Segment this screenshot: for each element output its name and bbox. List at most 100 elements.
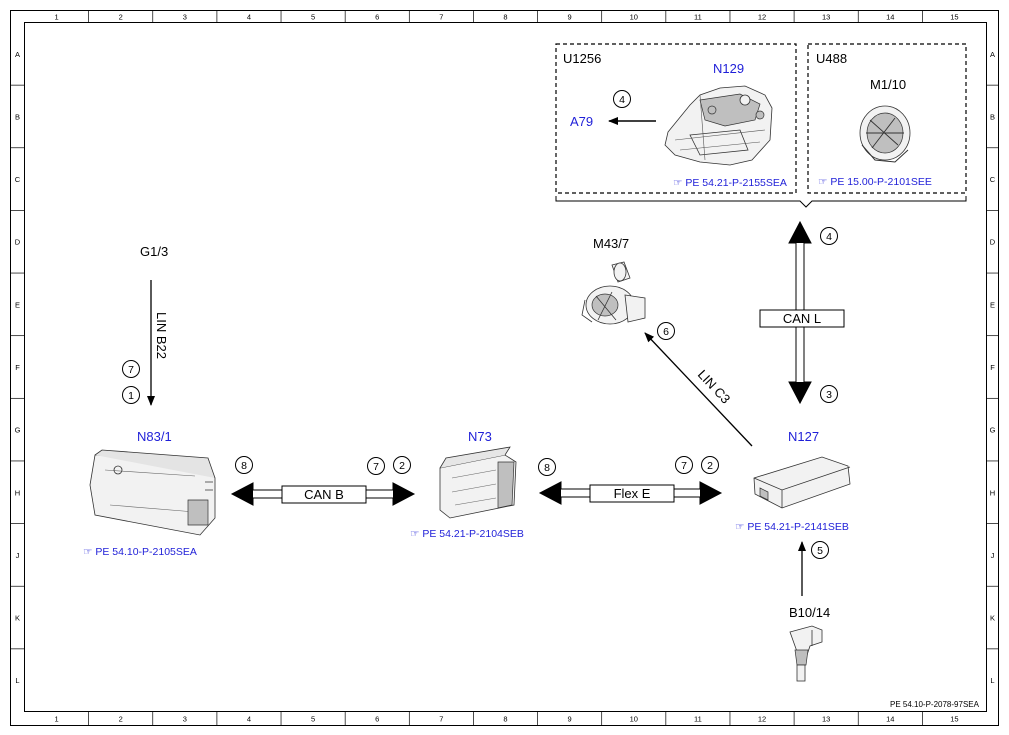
badge-can-b-left-number: 8 [241, 460, 247, 472]
group-brace [555, 196, 967, 208]
grid-column-label: 11 [694, 715, 702, 724]
badge-lin-b22-lower [122, 386, 140, 404]
grid-row-label: G [15, 426, 21, 435]
a79-label: A79 [570, 114, 593, 129]
b10-14-sensor-image [789, 625, 823, 682]
n127-reference[interactable]: ☞ PE 54.21-P-2141SEB [735, 521, 849, 533]
grid-column-label: 4 [247, 13, 251, 22]
badge-flex-e-right-1-number: 7 [681, 460, 687, 472]
badge-can-b-right-2 [393, 456, 411, 474]
grid-row-label: K [15, 614, 20, 623]
n129-label: N129 [713, 61, 744, 76]
badge-lin-b22-lower-number: 1 [128, 390, 134, 402]
n83-1-module-image [89, 449, 216, 536]
grid-column-label: 15 [950, 13, 958, 22]
badge-lin-b22-upper [122, 360, 140, 378]
grid-column-label: 3 [183, 13, 187, 22]
group-u488-label: U488 [816, 51, 847, 66]
reference-hand-icon: ☞ [818, 176, 830, 188]
grid-column-label: 7 [439, 715, 443, 724]
grid-row-label: J [991, 551, 995, 560]
badge-can-l-top [820, 227, 838, 245]
can-b-label: CAN B [304, 487, 344, 502]
grid-column-label: 10 [630, 715, 638, 724]
grid-row-label: E [15, 300, 20, 309]
group-u488-box [807, 43, 967, 194]
grid-column-label: 11 [694, 13, 702, 22]
grid-row-label: F [990, 363, 995, 372]
badge-lin-c3-number: 6 [663, 326, 669, 338]
grid-row-label: G [990, 426, 996, 435]
reference-hand-icon: ☞ [83, 546, 95, 558]
m1-10-label: M1/10 [870, 77, 906, 92]
grid-column-label: 9 [568, 715, 572, 724]
badge-a79 [613, 90, 631, 108]
can-b-label-box [281, 485, 367, 504]
grid-row-label: L [15, 676, 19, 685]
badge-can-l-top-number: 4 [826, 231, 832, 243]
lin-c3-label: LIN C3 [695, 367, 734, 407]
grid-row-label: A [990, 50, 995, 59]
grid-column-label: 1 [54, 715, 58, 724]
grid-row-label: D [15, 238, 21, 247]
n73-module-image [439, 446, 517, 519]
flex-e-label-box [589, 484, 675, 503]
reference-hand-icon: ☞ [735, 521, 747, 533]
grid-row-label: H [990, 488, 995, 497]
grid-column-label: 15 [950, 715, 958, 724]
grid-row-label: A [15, 50, 20, 59]
badge-can-b-right-2-number: 2 [399, 460, 405, 472]
grid-column-label: 4 [247, 715, 251, 724]
m1-10-reference[interactable]: ☞ PE 15.00-P-2101SEE [818, 176, 932, 188]
n127-label: N127 [788, 429, 819, 444]
n129-reference[interactable]: ☞ PE 54.21-P-2155SEA [673, 177, 787, 189]
badge-lin-b22-upper-number: 7 [128, 364, 134, 376]
grid-row-label: E [990, 300, 995, 309]
badge-flex-e-right-1 [675, 456, 693, 474]
badge-b10-14-number: 5 [817, 545, 823, 557]
grid-row-label: B [15, 112, 20, 121]
grid-column-label: 14 [886, 13, 894, 22]
grid-column-label: 13 [822, 13, 830, 22]
outer-frame [10, 10, 999, 726]
n129-valve-body-image [664, 85, 773, 166]
inner-frame [24, 22, 987, 712]
badge-lin-c3 [657, 322, 675, 340]
n127-module-image [753, 456, 851, 509]
badge-can-b-right-1-number: 7 [373, 461, 379, 473]
group-u1256-label: U1256 [563, 51, 601, 66]
grid-column-label: 12 [758, 13, 766, 22]
n83-1-reference[interactable]: ☞ PE 54.10-P-2105SEA [83, 546, 197, 558]
lin-c3-arrow [644, 332, 753, 447]
badge-b10-14 [811, 541, 829, 559]
m1-10-motor-image [859, 105, 911, 163]
n83-1-label: N83/1 [137, 429, 172, 444]
reference-hand-icon: ☞ [673, 177, 685, 189]
can-l-label-box [759, 309, 845, 328]
badge-can-l-bottom-number: 3 [826, 389, 832, 401]
grid-row-label: C [15, 175, 21, 184]
n73-reference[interactable]: ☞ PE 54.21-P-2104SEB [410, 528, 524, 540]
badge-can-l-bottom [820, 385, 838, 403]
badge-flex-e-left [538, 458, 556, 476]
group-u1256-box [555, 43, 797, 194]
badge-flex-e-left-number: 8 [544, 462, 550, 474]
badge-a79-number: 4 [619, 94, 625, 106]
grid-row-label: J [16, 551, 20, 560]
badge-can-b-right-1 [367, 457, 385, 475]
m43-7-pump-image [581, 261, 646, 325]
grid-column-label: 5 [311, 13, 315, 22]
grid-column-label: 5 [311, 715, 315, 724]
grid-column-label: 2 [119, 13, 123, 22]
can-l-label: CAN L [783, 311, 821, 326]
grid-row-label: K [990, 614, 995, 623]
badge-flex-e-right-2 [701, 456, 719, 474]
badge-flex-e-right-2-number: 2 [707, 460, 713, 472]
grid-column-label: 1 [54, 13, 58, 22]
grid-column-label: 8 [503, 13, 507, 22]
grid-column-label: 12 [758, 715, 766, 724]
m43-7-label: M43/7 [593, 236, 629, 251]
